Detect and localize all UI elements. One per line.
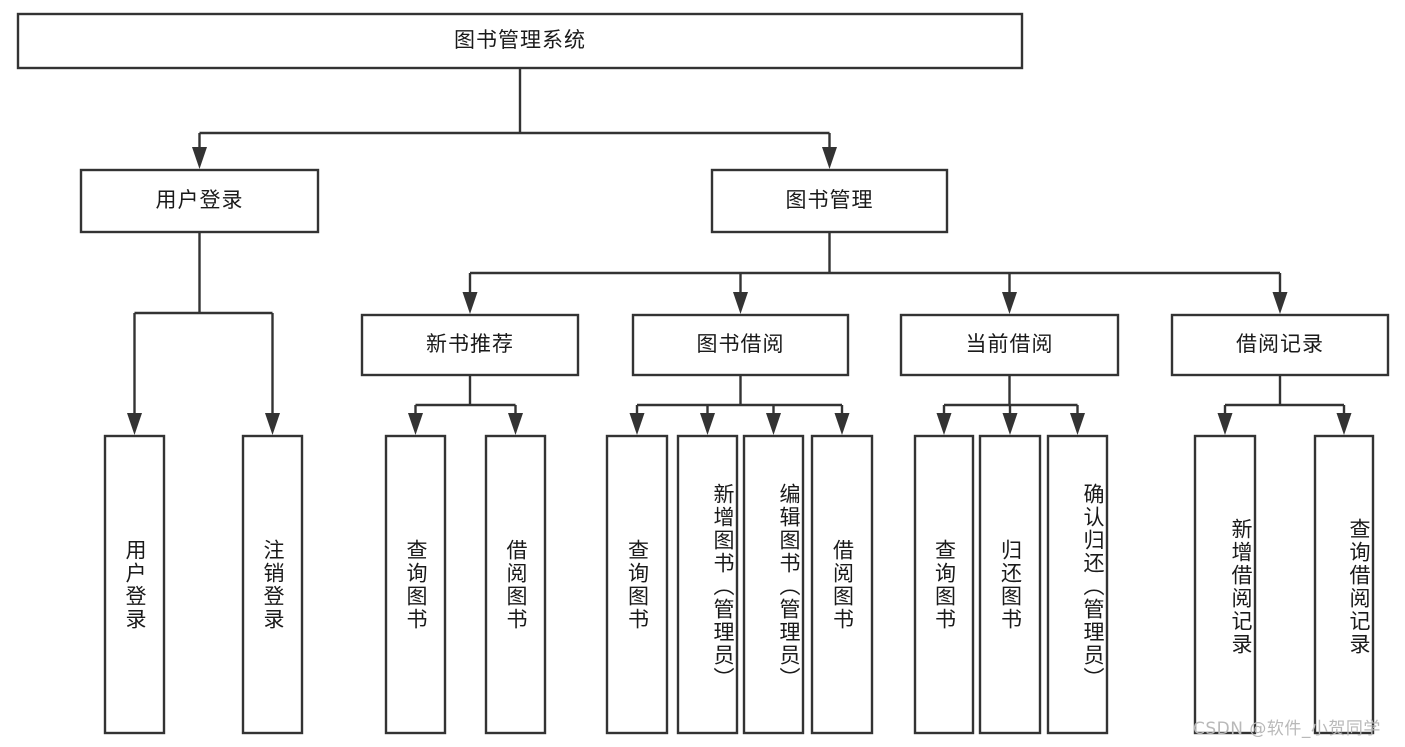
arrow-head-icon bbox=[629, 413, 645, 435]
arrow-head-icon bbox=[700, 413, 715, 435]
arrow-head-icon bbox=[192, 147, 207, 169]
arrow-head-icon bbox=[1272, 292, 1288, 314]
arrow-head-icon bbox=[1217, 413, 1233, 435]
node-box-l-query-book-3[interactable] bbox=[913, 434, 975, 735]
node-box-root[interactable] bbox=[16, 12, 1024, 70]
node-box-n-user-login[interactable] bbox=[79, 168, 320, 234]
arrow-head-icon bbox=[766, 413, 781, 435]
arrow-head-icon bbox=[936, 413, 952, 435]
arrow-head-icon bbox=[408, 413, 423, 435]
arrow-head-icon bbox=[1336, 413, 1352, 435]
node-box-l-query-record[interactable] bbox=[1313, 434, 1375, 735]
node-box-l-query-book-2[interactable] bbox=[605, 434, 669, 735]
arrow-head-icon bbox=[1002, 413, 1018, 435]
node-box-l-user-logout[interactable] bbox=[241, 434, 304, 735]
arrow-head-icon bbox=[265, 413, 280, 435]
node-box-n-book-mgmt[interactable] bbox=[710, 168, 949, 234]
node-box-n-borrow-record[interactable] bbox=[1170, 313, 1390, 377]
arrow-head-icon bbox=[1070, 413, 1085, 435]
arrow-head-icon bbox=[822, 147, 837, 169]
node-box-l-confirm-return[interactable] bbox=[1046, 434, 1109, 735]
node-box-group bbox=[16, 12, 1390, 735]
node-box-l-edit-book[interactable] bbox=[742, 434, 805, 735]
arrow-head-icon bbox=[1002, 292, 1017, 314]
node-box-n-book-borrow[interactable] bbox=[631, 313, 850, 377]
node-box-n-new-book-rec[interactable] bbox=[360, 313, 580, 377]
node-box-l-query-book-1[interactable] bbox=[384, 434, 447, 735]
arrow-head-icon bbox=[733, 292, 748, 314]
arrow-head-icon bbox=[834, 413, 850, 435]
arrow-head-icon bbox=[462, 292, 478, 314]
node-box-l-borrow-book-2[interactable] bbox=[810, 434, 874, 735]
node-box-l-borrow-book-1[interactable] bbox=[484, 434, 547, 735]
arrow-head-icon bbox=[127, 413, 142, 435]
node-box-l-user-login[interactable] bbox=[103, 434, 166, 735]
node-box-l-add-record[interactable] bbox=[1193, 434, 1257, 735]
node-box-n-current-borrow[interactable] bbox=[899, 313, 1120, 377]
edge-group bbox=[127, 68, 1352, 435]
arrow-head-icon bbox=[508, 413, 523, 435]
node-box-l-return-book[interactable] bbox=[978, 434, 1042, 735]
node-box-l-add-book[interactable] bbox=[676, 434, 739, 735]
